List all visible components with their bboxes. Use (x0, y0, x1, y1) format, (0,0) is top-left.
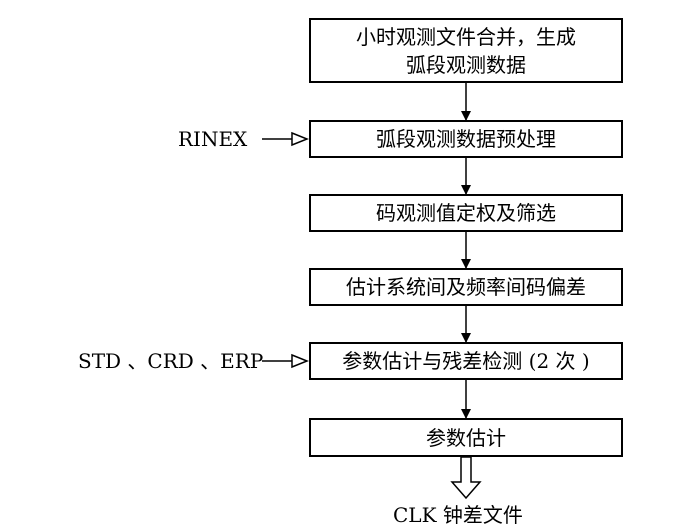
input-rinex-label: RINEX (178, 127, 248, 151)
step-param-estimation: 参数估计 (309, 418, 623, 457)
output-clk-label: CLK 钟差文件 (393, 503, 523, 527)
step-arc-preprocessing: 弧段观测数据预处理 (309, 120, 623, 158)
arrow-output-hollow (450, 456, 482, 500)
step-code-weighting-label: 码观测值定权及筛选 (376, 201, 556, 225)
input-products-label: STD 、CRD 、ERP (78, 349, 264, 373)
step-code-bias-estimation: 估计系统间及频率间码偏差 (309, 268, 623, 306)
step-code-bias-estimation-label: 估计系统间及频率间码偏差 (346, 275, 586, 299)
arrow-products-input (262, 353, 310, 369)
step-arc-preprocessing-label: 弧段观测数据预处理 (376, 127, 556, 151)
step-code-weighting: 码观测值定权及筛选 (309, 194, 623, 232)
step-param-estimation-label: 参数估计 (426, 425, 506, 450)
step-param-residual-check-label: 参数估计与残差检测 (2 次 ) (342, 349, 590, 373)
step-merge-line1: 小时观测文件合并，生成 (356, 24, 576, 49)
step-merge-hourly-observations: 小时观测文件合并，生成 弧段观测数据 (309, 18, 623, 83)
step-param-residual-check: 参数估计与残差检测 (2 次 ) (309, 342, 623, 380)
arrow-rinex-input (262, 131, 310, 147)
step-merge-line2: 弧段观测数据 (406, 52, 526, 77)
